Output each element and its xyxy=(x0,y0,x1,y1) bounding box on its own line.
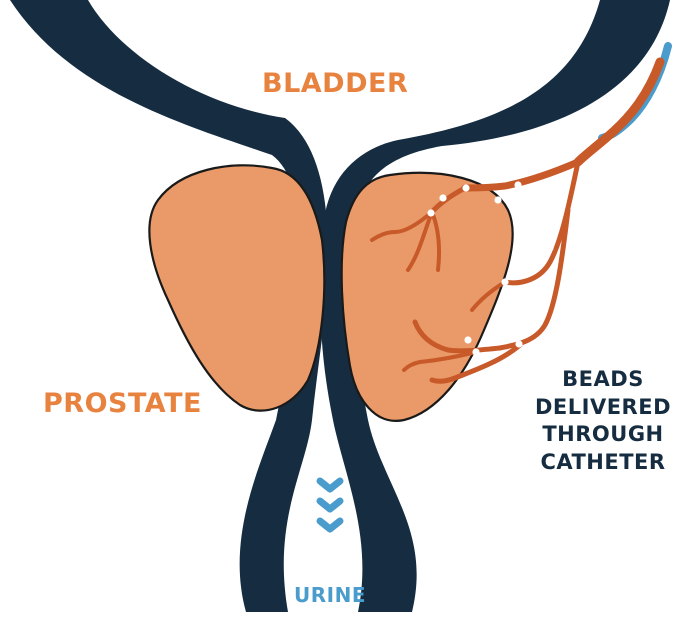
chevron-3 xyxy=(320,521,340,529)
bead xyxy=(439,194,446,201)
beads-label-line: THROUGH xyxy=(528,421,678,449)
beads-label-line: CATHETER xyxy=(528,449,678,477)
chevron-1 xyxy=(320,481,340,489)
bead xyxy=(427,209,434,216)
artery-trunk xyxy=(465,162,578,188)
bladder-label: BLADDER xyxy=(262,68,408,99)
beads-label-line: DELIVERED xyxy=(528,394,678,422)
bead xyxy=(515,340,522,347)
bead xyxy=(546,244,553,251)
bead xyxy=(464,336,471,343)
bead xyxy=(514,181,521,188)
left-prostate-lobe xyxy=(149,165,324,410)
prostate-label: PROSTATE xyxy=(43,388,202,419)
bead xyxy=(472,348,479,355)
urine-label: URINE xyxy=(294,583,366,607)
beads-delivered-label: BEADS DELIVERED THROUGH CATHETER xyxy=(528,366,678,476)
bead xyxy=(494,196,501,203)
chevron-2 xyxy=(320,501,340,509)
chevron-down-icon xyxy=(320,481,340,529)
bead xyxy=(501,278,508,285)
beads-label-line: BEADS xyxy=(528,366,678,394)
bead xyxy=(462,184,469,191)
